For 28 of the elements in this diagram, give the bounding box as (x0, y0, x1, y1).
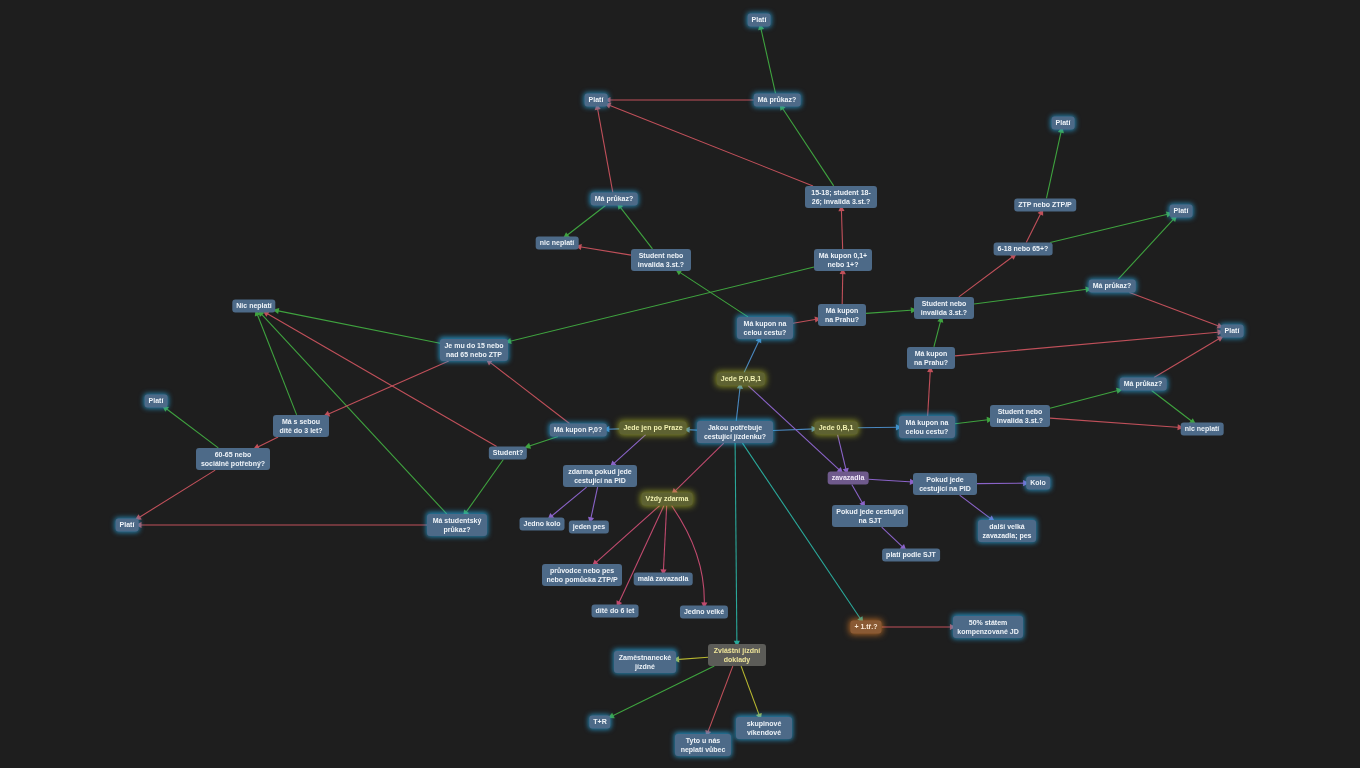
arrow (617, 203, 653, 250)
arrow (881, 526, 907, 551)
arrow (272, 307, 441, 344)
arrow (604, 102, 814, 187)
arrow (747, 385, 844, 474)
arrow (134, 469, 216, 521)
arrow (1049, 387, 1123, 409)
arrow (592, 505, 661, 566)
arrow (253, 436, 279, 450)
arrow (671, 442, 725, 495)
arrow (1128, 292, 1224, 329)
arrow (675, 269, 749, 318)
arrow (959, 494, 995, 522)
arrow (779, 104, 835, 187)
arrow (262, 311, 498, 447)
arrow (524, 436, 559, 449)
arrow (741, 442, 864, 623)
arrow (1151, 390, 1196, 425)
arrow (1153, 335, 1224, 378)
arrow (563, 205, 607, 239)
arrow (323, 360, 450, 417)
arrow (958, 253, 1017, 298)
arrow (1117, 215, 1178, 280)
arrow (547, 486, 588, 520)
arrow (162, 405, 219, 449)
arrow (607, 665, 715, 719)
arrow (486, 359, 571, 424)
arrow (257, 310, 448, 515)
